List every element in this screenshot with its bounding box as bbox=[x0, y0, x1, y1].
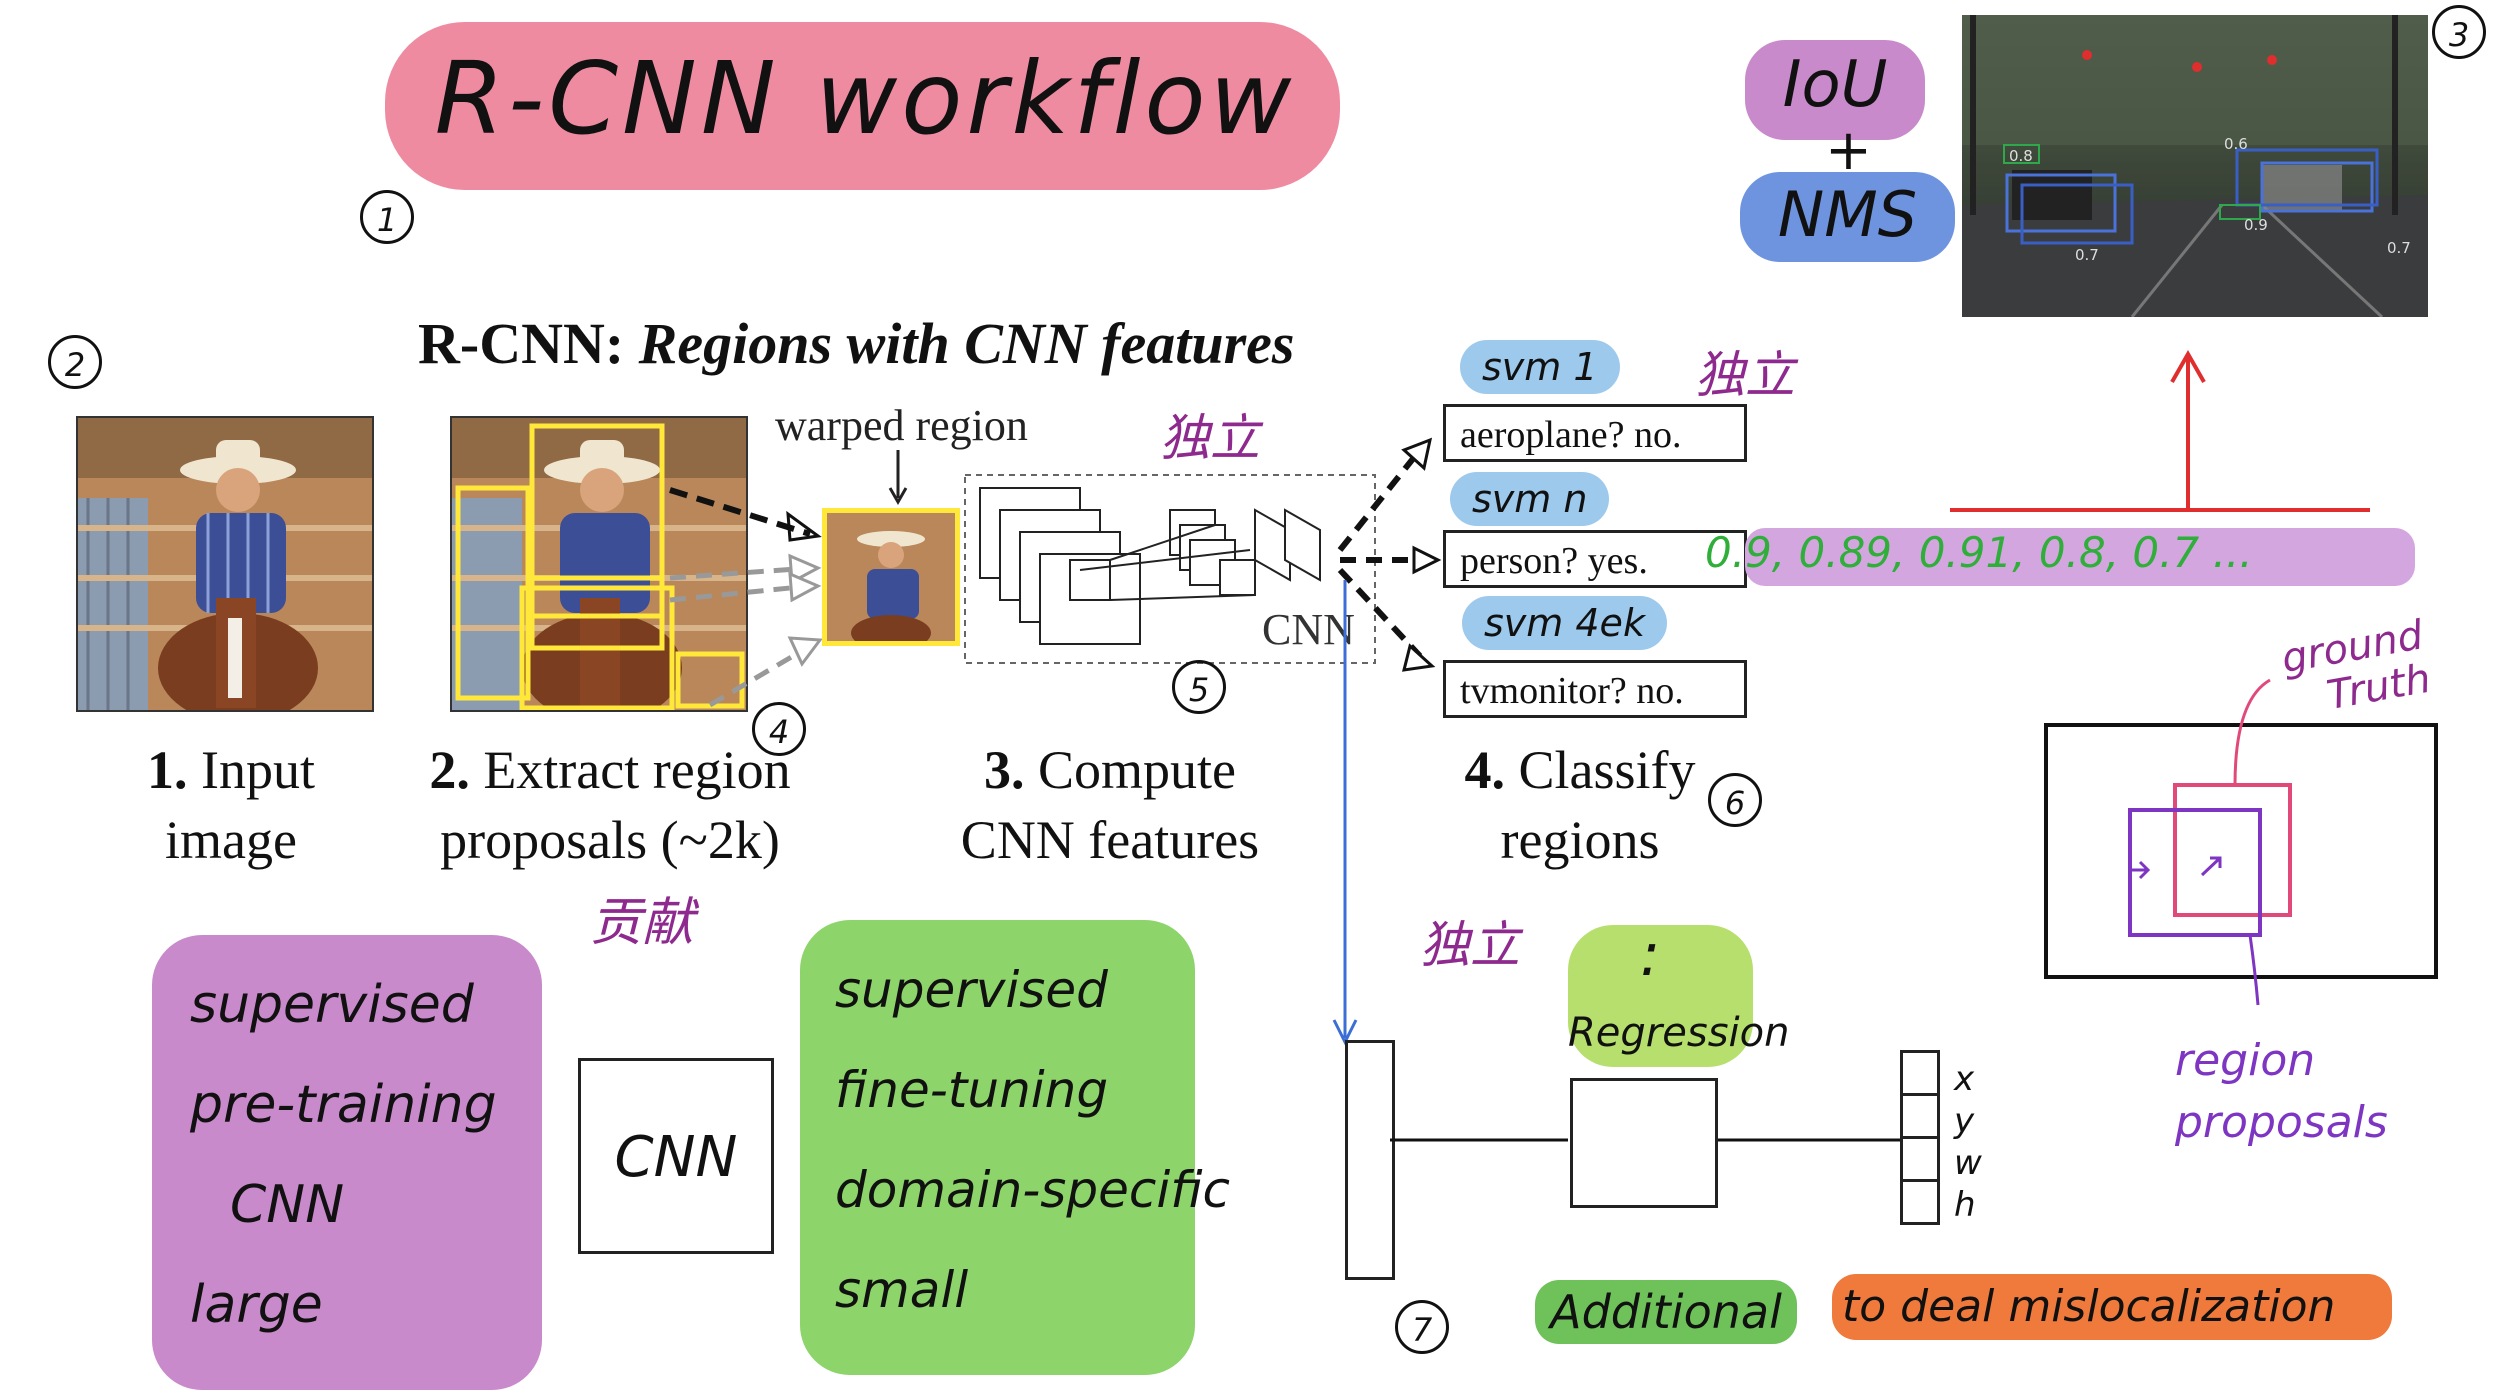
additional-label: Additional bbox=[1550, 1285, 1782, 1339]
detect-box-blue-3 bbox=[2260, 161, 2374, 213]
finetune-highlight bbox=[800, 920, 1195, 1375]
pretrain-line-1: supervised bbox=[190, 975, 474, 1035]
detect-box-blue-4 bbox=[2235, 148, 2379, 207]
cnn-diagram bbox=[964, 474, 1376, 664]
cnn-box-label: CNN bbox=[614, 1125, 738, 1190]
proposals-image bbox=[450, 416, 748, 712]
pretrain-line-3: CNN bbox=[230, 1175, 345, 1235]
score-text: 0.9, 0.89, 0.91, 0.8, 0.7 ... bbox=[1705, 528, 2253, 577]
detect-score-2: 0.6 bbox=[2224, 135, 2248, 153]
cnn-label: CNN bbox=[1262, 605, 1355, 654]
region-proposal-box bbox=[2128, 808, 2262, 937]
proposal-box-5 bbox=[675, 651, 745, 709]
detect-score-4: 0.9 bbox=[2244, 216, 2268, 234]
regression-highlight bbox=[1568, 925, 1753, 1067]
gongxian-label: 贡献 bbox=[590, 893, 695, 953]
title-highlight bbox=[385, 22, 1340, 190]
proposal-box-1 bbox=[529, 423, 665, 619]
proposal-box-4 bbox=[519, 585, 675, 710]
nms-label: NMS bbox=[1777, 178, 1918, 251]
duli-label-3: 独立 bbox=[1420, 916, 1520, 974]
marker-4: 4 bbox=[752, 702, 806, 756]
svm-label-4ek: svm 4ek bbox=[1462, 596, 1667, 650]
figure-heading: R-CNN: Regions with CNN features bbox=[418, 310, 1295, 377]
finetune-line-3: domain-specific bbox=[835, 1161, 1231, 1219]
output-y: y bbox=[1954, 1101, 1975, 1141]
pretrain-highlight bbox=[152, 935, 542, 1390]
regression-box bbox=[1570, 1078, 1718, 1208]
class-box-person: person? yes. bbox=[1443, 530, 1747, 588]
regression-label: Regression bbox=[1568, 1010, 1790, 1056]
nms-highlight bbox=[1740, 172, 1955, 262]
output-h: h bbox=[1954, 1185, 1976, 1225]
warped-region-label: warped region bbox=[775, 401, 1028, 450]
detect-box-green-2 bbox=[2219, 204, 2261, 220]
svm-label-1: svm 1 bbox=[1460, 340, 1620, 394]
svm-label-n: svm n bbox=[1450, 472, 1610, 526]
feature-vector bbox=[1345, 1040, 1395, 1280]
input-image bbox=[76, 416, 374, 712]
proposal-box-2 bbox=[455, 485, 531, 701]
marker-6: 6 bbox=[1708, 773, 1762, 827]
detect-score-1: 0.8 bbox=[2009, 147, 2033, 165]
score-highlight bbox=[1745, 528, 2415, 586]
heading-bold: R-CNN: bbox=[418, 311, 625, 376]
marker-3: 3 bbox=[2432, 5, 2486, 59]
class-box-aeroplane: aeroplane? no. bbox=[1443, 404, 1747, 462]
finetune-text: supervised fine-tuning domain-specific s… bbox=[835, 940, 1230, 1340]
output-labels: x y w h bbox=[1954, 1058, 1982, 1226]
detect-box-blue-1 bbox=[2005, 173, 2117, 233]
proposal-box-3 bbox=[529, 575, 665, 651]
deal-label: to deal mislocalization bbox=[1842, 1281, 2336, 1332]
classify-arrows bbox=[1337, 437, 1442, 672]
duli-label-2: 独立 bbox=[1695, 346, 1795, 404]
regression-flow-line bbox=[1332, 580, 1358, 1046]
marker-5: 5 bbox=[1172, 660, 1226, 714]
nms-arrow bbox=[1950, 349, 2370, 512]
output-x: x bbox=[1954, 1059, 1975, 1099]
detect-score-5: 0.7 bbox=[2387, 239, 2411, 257]
marker-2: 2 bbox=[48, 335, 102, 389]
finetune-line-2: fine-tuning bbox=[835, 1061, 1109, 1119]
marker-1: 1 bbox=[360, 190, 414, 244]
pretrain-text: supervised pre-training CNN large bbox=[190, 955, 497, 1355]
output-w: w bbox=[1954, 1143, 1982, 1183]
regression-connectors bbox=[1390, 1138, 1902, 1142]
finetune-line-1: supervised bbox=[835, 961, 1108, 1019]
cnn-box bbox=[578, 1058, 774, 1254]
page-title: R-CNN workflow bbox=[434, 40, 1296, 157]
ground-truth-box bbox=[2173, 783, 2292, 917]
bbox-diagram bbox=[2044, 678, 2438, 1006]
pretrain-line-4: large bbox=[190, 1275, 323, 1335]
finetune-line-4: small bbox=[835, 1261, 969, 1319]
class-box-tvmonitor: tvmonitor? no. bbox=[1443, 660, 1747, 718]
detect-score-3: 0.7 bbox=[2075, 246, 2099, 264]
detect-box-green-1 bbox=[2003, 144, 2040, 164]
detect-box-blue-2 bbox=[2020, 183, 2134, 245]
deal-highlight bbox=[1832, 1274, 2392, 1340]
duli-label-1: 独立 bbox=[1160, 409, 1260, 467]
warped-region-image bbox=[822, 508, 960, 646]
output-vector bbox=[1900, 1050, 1940, 1225]
iou-highlight bbox=[1745, 40, 1925, 140]
marker-7: 7 bbox=[1395, 1300, 1449, 1354]
regression-dots: : bbox=[1640, 920, 1661, 990]
proposal-arrows bbox=[669, 450, 908, 708]
additional-highlight bbox=[1535, 1280, 1797, 1344]
pretrain-line-2: pre-training bbox=[190, 1075, 497, 1135]
detection-image: 0.8 0.6 0.7 0.9 0.7 bbox=[1962, 15, 2428, 317]
heading-italic: Regions with CNN features bbox=[638, 311, 1295, 376]
iou-label: IoU bbox=[1782, 48, 1888, 122]
